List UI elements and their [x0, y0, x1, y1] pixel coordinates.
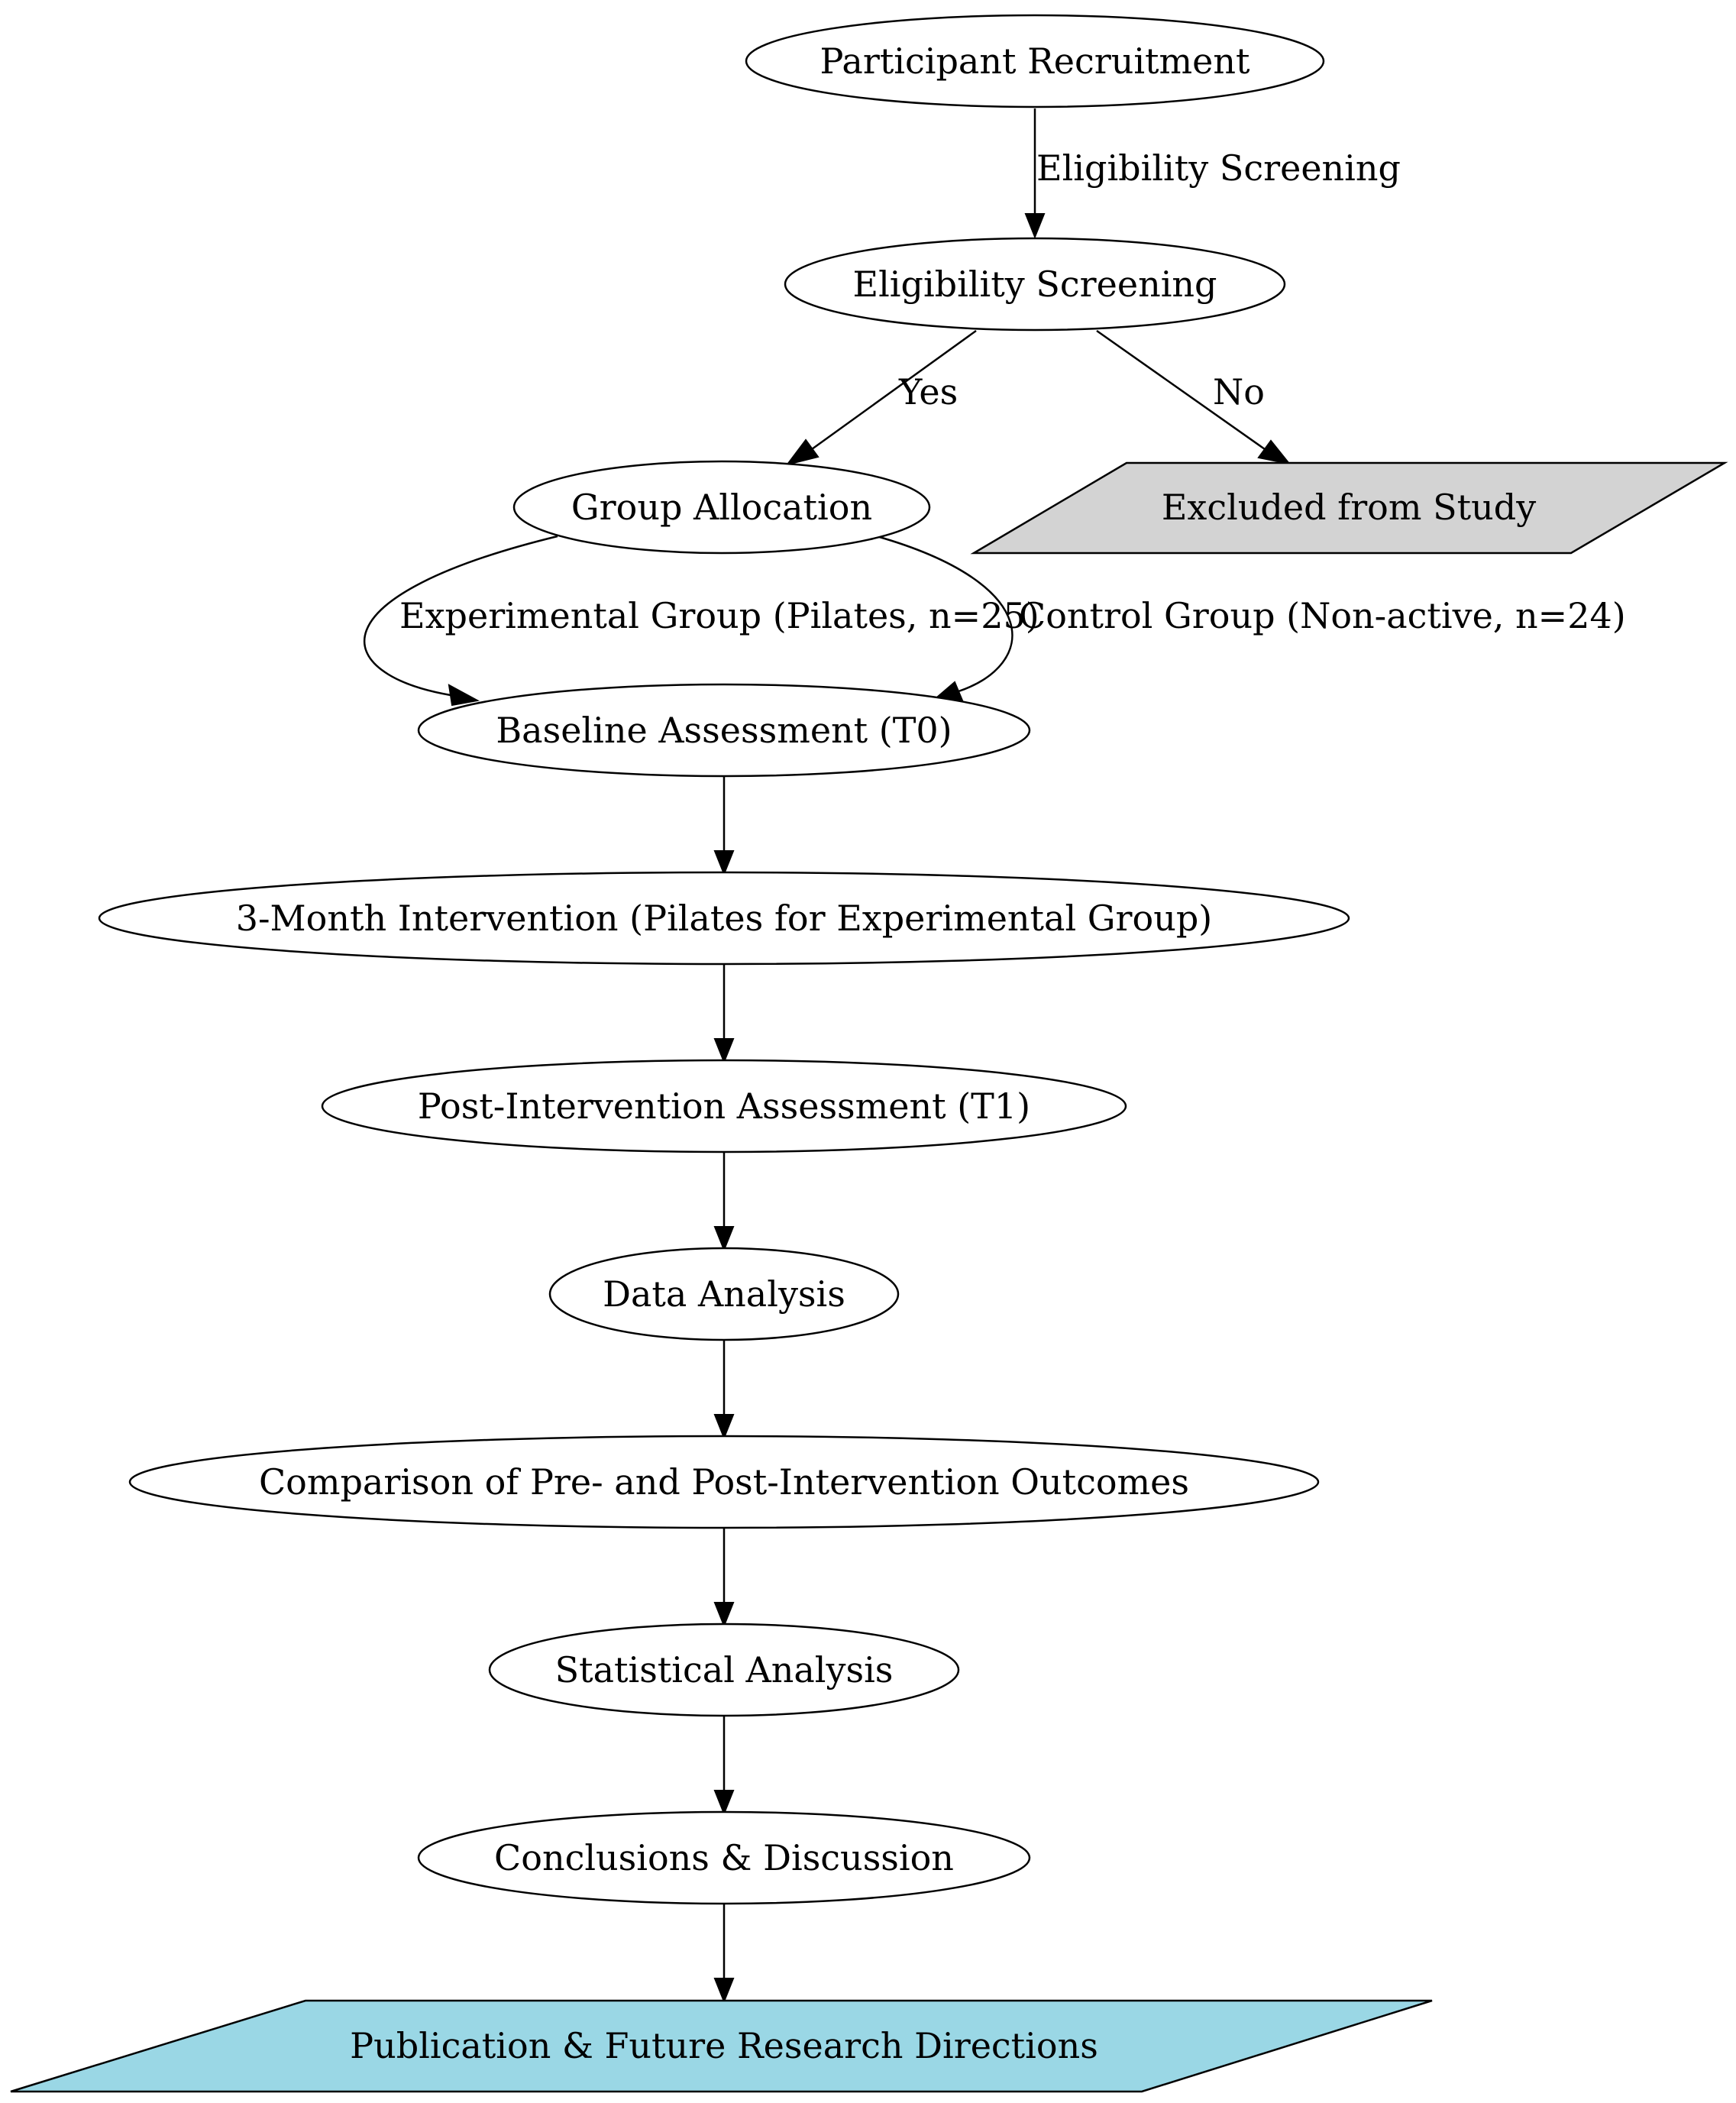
node-shape-eligibility-screening	[784, 237, 1286, 332]
node-shape-publication-future-research	[10, 1999, 1433, 2093]
node-label-conclusions-discussion: Conclusions & Discussion	[494, 1837, 954, 1878]
node-shape-conclusions-discussion	[417, 1810, 1031, 1905]
edge-baseline-to-intervention	[713, 777, 735, 876]
node-shape-group-allocation	[512, 460, 931, 555]
edge-label-eligibility-screening: Eligibility Screening	[1036, 147, 1401, 189]
edge-intervention-to-post-assessment	[713, 964, 735, 1064]
node-participant-recruitment: Participant Recruitment	[745, 14, 1325, 108]
edge-conclusions-to-publication	[713, 1904, 735, 2004]
node-group-allocation: Group Allocation	[512, 460, 931, 555]
edge-comparison-to-statistical	[713, 1528, 735, 1628]
node-conclusions-discussion: Conclusions & Discussion	[417, 1810, 1031, 1905]
edge-eligibility-yes: Yes	[785, 329, 977, 466]
node-publication-future-research: Publication & Future Research Directions	[10, 1999, 1433, 2093]
node-shape-intervention	[98, 871, 1350, 966]
edge-control-group: Control Group (Non-active, n=24)	[876, 535, 1626, 701]
node-label-intervention: 3-Month Intervention (Pilates for Experi…	[236, 898, 1213, 939]
node-eligibility-screening: Eligibility Screening	[784, 237, 1286, 332]
node-shape-statistical-analysis	[488, 1623, 960, 1717]
node-label-eligibility-screening: Eligibility Screening	[853, 264, 1217, 305]
node-excluded-from-study: Excluded from Study	[970, 461, 1728, 555]
node-data-analysis: Data Analysis	[548, 1247, 900, 1341]
edge-label-yes: Yes	[898, 371, 958, 413]
node-label-baseline-assessment: Baseline Assessment (T0)	[496, 710, 952, 751]
node-label-data-analysis: Data Analysis	[603, 1273, 845, 1315]
node-shape-excluded-from-study	[970, 461, 1728, 555]
edge-recruitment-to-eligibility: Eligibility Screening	[1024, 108, 1401, 239]
edge-statistical-to-conclusions	[713, 1716, 735, 1816]
node-shape-baseline-assessment	[417, 683, 1031, 778]
edge-post-assessment-to-data-analysis	[713, 1152, 735, 1252]
node-label-participant-recruitment: Participant Recruitment	[820, 40, 1250, 82]
node-intervention: 3-Month Intervention (Pilates for Experi…	[98, 871, 1350, 966]
node-label-post-intervention-assessment: Post-Intervention Assessment (T1)	[418, 1085, 1030, 1127]
edge-eligibility-no: No	[1096, 329, 1291, 465]
edge-data-analysis-to-comparison	[713, 1340, 735, 1440]
node-statistical-analysis: Statistical Analysis	[488, 1623, 960, 1717]
node-shape-participant-recruitment	[745, 14, 1325, 108]
node-label-publication-future-research: Publication & Future Research Directions	[350, 2025, 1098, 2066]
edges: Eligibility Screening Yes No Experimenta…	[363, 108, 1626, 2004]
edge-label-experimental-group: Experimental Group (Pilates, n=25)	[399, 595, 1039, 636]
node-shape-comparison-outcomes	[128, 1435, 1320, 1529]
edge-label-no: No	[1213, 371, 1265, 413]
node-baseline-assessment: Baseline Assessment (T0)	[417, 683, 1031, 778]
nodes: Participant Recruitment Eligibility Scre…	[10, 14, 1728, 2093]
node-label-comparison-outcomes: Comparison of Pre- and Post-Intervention…	[259, 1461, 1189, 1503]
node-shape-data-analysis	[548, 1247, 900, 1341]
node-comparison-outcomes: Comparison of Pre- and Post-Intervention…	[128, 1435, 1320, 1529]
node-label-excluded-from-study: Excluded from Study	[1162, 487, 1536, 528]
edge-experimental-group: Experimental Group (Pilates, n=25)	[363, 535, 1039, 707]
edge-label-control-group: Control Group (Non-active, n=24)	[1019, 595, 1626, 636]
node-label-statistical-analysis: Statistical Analysis	[555, 1649, 894, 1690]
node-shape-post-intervention-assessment	[321, 1059, 1127, 1153]
node-post-intervention-assessment: Post-Intervention Assessment (T1)	[321, 1059, 1127, 1153]
node-label-group-allocation: Group Allocation	[571, 487, 872, 528]
